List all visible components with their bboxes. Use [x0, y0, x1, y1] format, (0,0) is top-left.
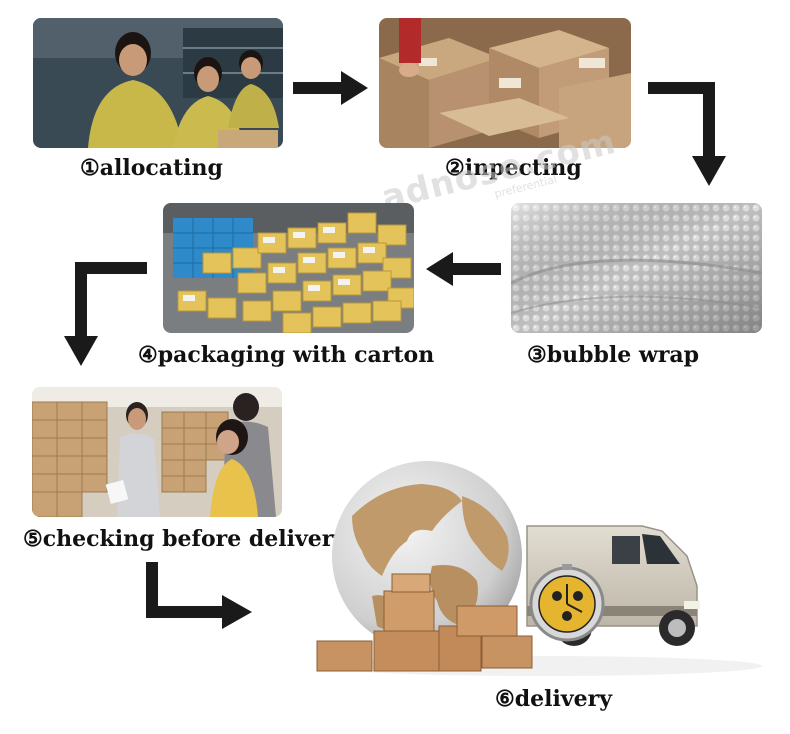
checking-photo	[32, 387, 282, 517]
step-6-label: ⑥delivery	[495, 686, 612, 712]
bubble-wrap-photo	[511, 203, 762, 333]
arrow-down-icon	[648, 82, 726, 186]
step-2-label: ②inpecting	[445, 155, 582, 181]
allocating-photo	[33, 18, 283, 148]
delivery-illustration	[316, 461, 762, 676]
arrow-right-icon	[293, 71, 368, 105]
packaging-photo	[163, 203, 414, 333]
step-3-label: ③bubble wrap	[527, 342, 700, 368]
inspecting-photo	[379, 18, 631, 148]
step-1-label: ①allocating	[80, 155, 223, 181]
step-4-label: ④packaging with carton	[138, 342, 435, 368]
arrow-down-right-icon	[146, 562, 252, 629]
arrow-left-icon	[426, 252, 501, 286]
arrow-down-left-icon	[64, 262, 147, 366]
step-5-label: ⑤checking before delivery	[23, 526, 347, 552]
